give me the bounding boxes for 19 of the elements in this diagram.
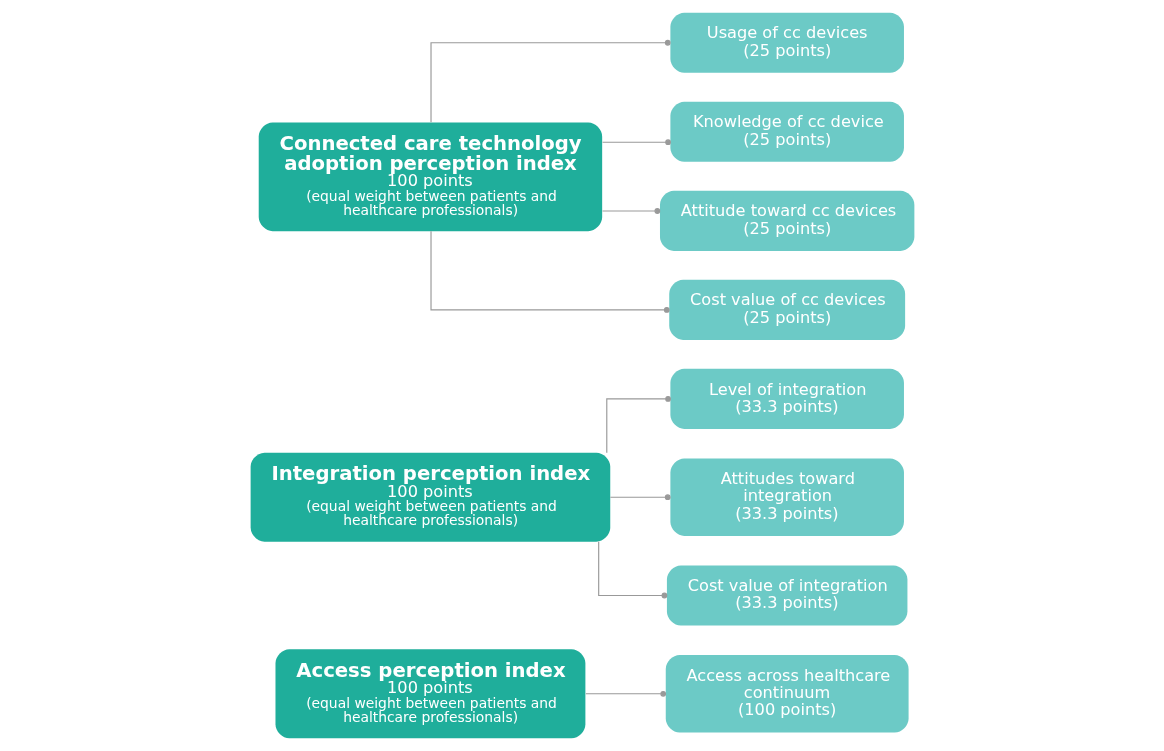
- connector: [429, 39, 671, 123]
- node-box: Cost value of cc devices (25 points): [668, 279, 905, 340]
- node-box: Level of integration (33.3 points): [669, 368, 904, 429]
- connector: [597, 541, 667, 599]
- connector: [601, 208, 660, 214]
- connector: [584, 690, 666, 697]
- node-box: Usage of cc devices (25 points): [669, 12, 904, 73]
- node-box: Attitudes toward integration (33.3 points): [669, 458, 904, 536]
- connector: [429, 230, 670, 313]
- connector: [609, 494, 671, 501]
- node-box: Integration perception index 100 points (equal weight between patients and healthcare professionals): [250, 452, 610, 542]
- node-box: Cost value of integration (33.3 points): [666, 565, 907, 626]
- connector: [601, 139, 671, 146]
- node-box: Knowledge of cc device (25 points): [669, 101, 904, 162]
- node-box: Access across healthcare continuum (100 points): [665, 655, 909, 733]
- node-box: Connected care technology adoption perception index 100 points (equal weight between patients and healthcare professionals): [258, 122, 602, 232]
- connector: [605, 396, 671, 454]
- node-box: Access perception index 100 points (equal weight between patients and healthcare professionals): [275, 649, 585, 739]
- node-box: Attitude toward cc devices (25 points): [659, 190, 914, 251]
